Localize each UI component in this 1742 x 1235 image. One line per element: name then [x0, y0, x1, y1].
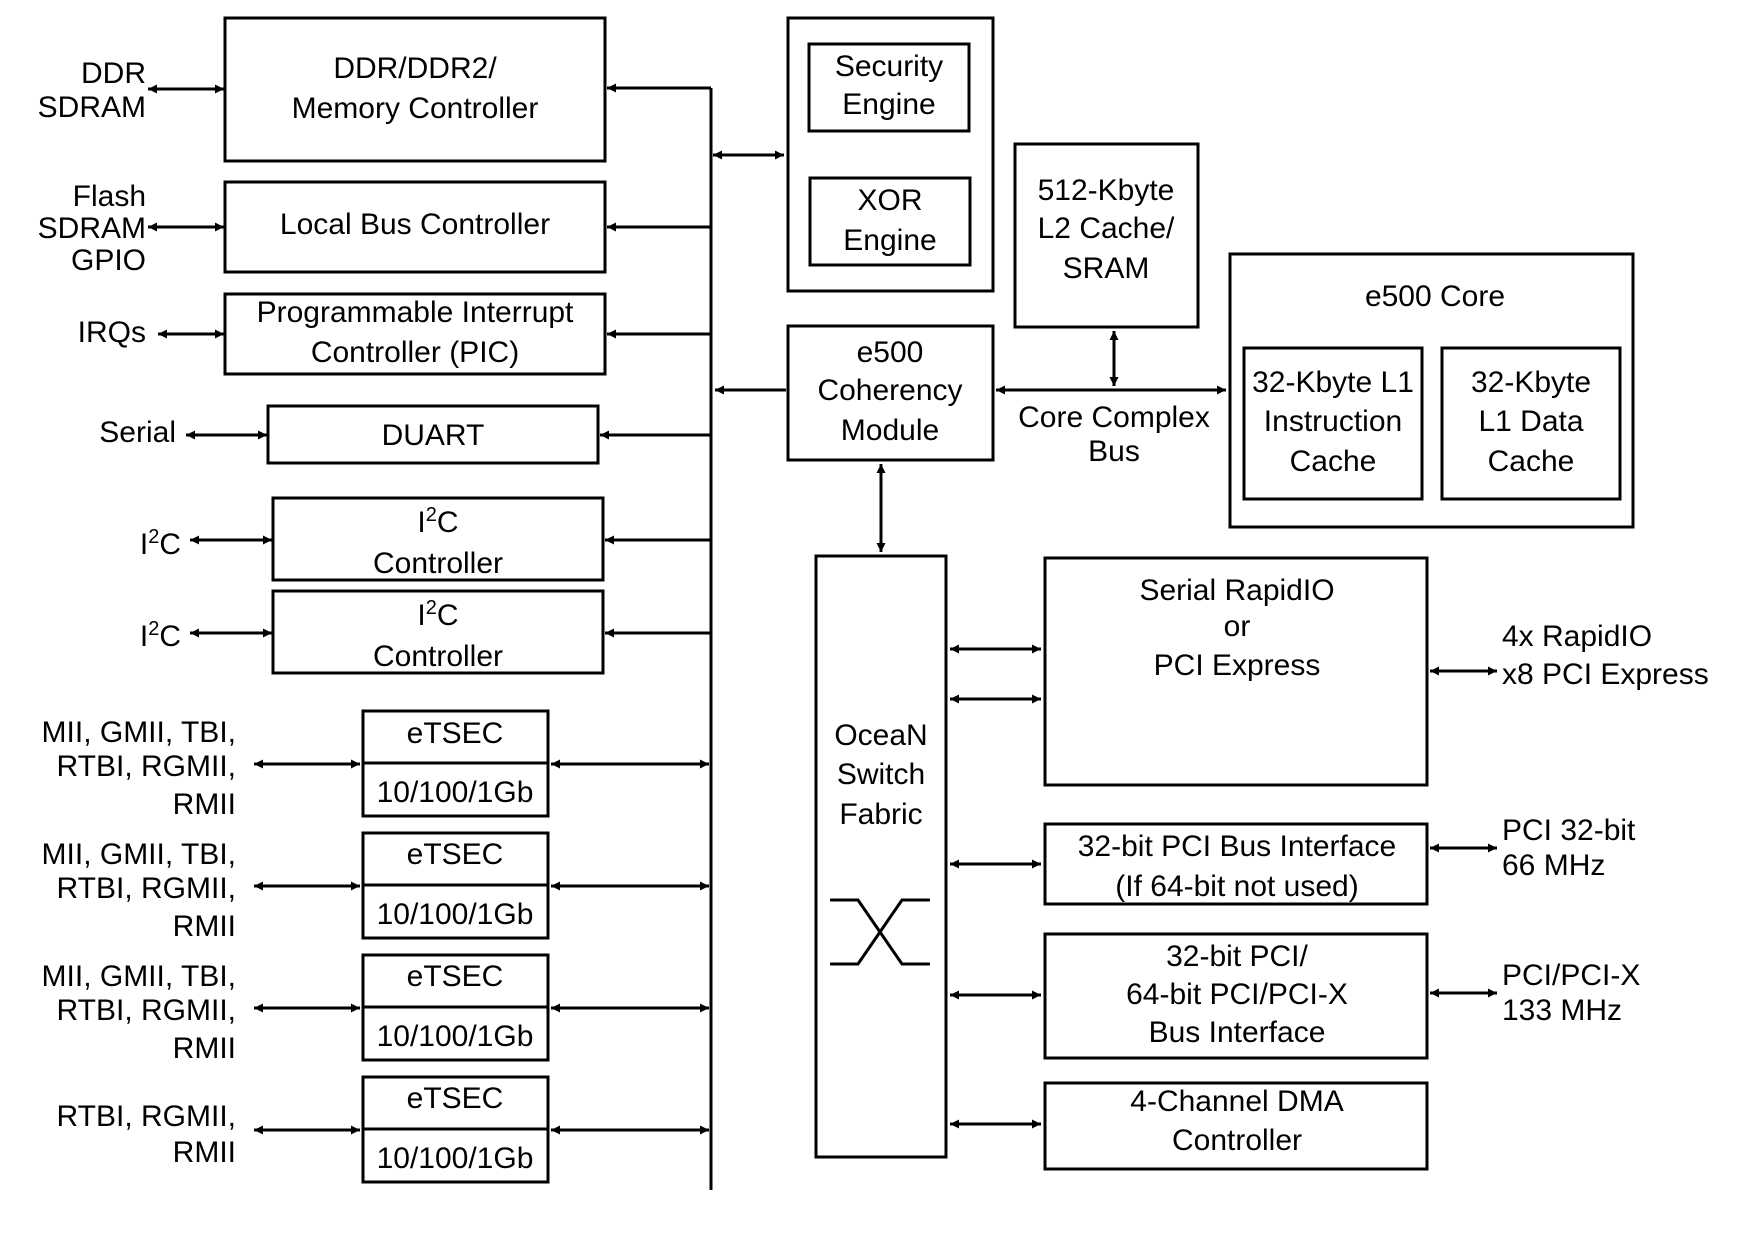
l1-instruction-box: [1242, 346, 1424, 501]
i2c-controller-1-label-1: I2C: [417, 504, 458, 539]
etsec-3-title: eTSEC: [407, 960, 504, 993]
dma-box: [1043, 1081, 1429, 1171]
xor-engine-label-2: Engine: [843, 224, 936, 257]
pic-label-2: Controller (PIC): [311, 336, 519, 369]
pci64-label-3: Bus Interface: [1149, 1016, 1326, 1049]
ext-ddr-label-2: SDRAM: [38, 91, 146, 124]
ext-eth-3-label-1: MII, GMII, TBI,: [42, 960, 236, 993]
etsec-1-title: eTSEC: [407, 717, 504, 750]
i2c-controller-1-label-2: Controller: [373, 547, 503, 580]
security-engine-label-2: Engine: [842, 88, 935, 121]
l1-data-label-1: 32-Kbyte: [1471, 366, 1591, 399]
security-engine-box: [807, 42, 971, 133]
pci64-label-2: 64-bit PCI/PCI-X: [1126, 978, 1348, 1011]
ext-eth-4-label-2: RMII: [173, 1136, 236, 1169]
pci32-box: [1043, 822, 1429, 906]
dma-label-2: Controller: [1172, 1124, 1302, 1157]
l2-cache-label-3: SRAM: [1063, 252, 1150, 285]
ext-eth-2-label-2: RTBI, RGMII,: [57, 872, 236, 905]
coherency-module-label-1: e500: [857, 336, 924, 369]
ext-pci64-label-1: PCI/PCI-X: [1502, 959, 1640, 992]
srio-pcie-label-1: Serial RapidIO: [1139, 574, 1334, 607]
etsec-4-title: eTSEC: [407, 1082, 504, 1115]
switch-crossbar-icon: [830, 898, 930, 966]
duart-label: DUART: [382, 419, 485, 452]
ocean-fabric-label-3: Fabric: [839, 798, 922, 831]
ddr-controller-label-2: Memory Controller: [292, 92, 539, 125]
l1-data-label-3: Cache: [1488, 445, 1575, 478]
ext-ddr-label-1: DDR: [81, 57, 146, 90]
pci64-label-1: 32-bit PCI/: [1166, 940, 1308, 973]
ext-pci32-label-1: PCI 32-bit: [1502, 814, 1636, 847]
i2c-controller-2-box: [271, 589, 605, 675]
local-bus-label: Local Bus Controller: [280, 208, 550, 241]
ext-srio-label-2: x8 PCI Express: [1502, 658, 1709, 691]
ddr-controller-box: [223, 16, 607, 163]
etsec-2-title: eTSEC: [407, 838, 504, 871]
ext-local-label-2: SDRAM: [38, 212, 146, 245]
ext-pci32-label-2: 66 MHz: [1502, 849, 1605, 882]
i2c-controller-1-box: [271, 496, 605, 582]
ext-local-label-3: GPIO: [71, 244, 146, 277]
l2-cache-label-1: 512-Kbyte: [1038, 174, 1175, 207]
coherency-module-label-3: Module: [841, 414, 939, 447]
xor-engine-label-1: XOR: [857, 184, 922, 217]
ext-srio-label-1: 4x RapidIO: [1502, 620, 1652, 653]
ext-eth-3-label-3: RMII: [173, 1032, 236, 1065]
srio-pcie-box: [1043, 556, 1429, 787]
l1-data-label-2: L1 Data: [1478, 405, 1583, 438]
security-engine-label-1: Security: [835, 50, 943, 83]
ext-eth-4-label-1: RTBI, RGMII,: [57, 1100, 236, 1133]
ext-irq-label: IRQs: [78, 316, 146, 349]
pic-label-1: Programmable Interrupt: [257, 296, 574, 329]
ocean-fabric-box: [814, 554, 948, 1159]
ext-eth-1-label-3: RMII: [173, 788, 236, 821]
ccb-label-2: Bus: [1088, 435, 1140, 468]
l1-instruction-label-1: 32-Kbyte L1: [1252, 366, 1414, 399]
etsec-2-speed: 10/100/1Gb: [377, 898, 534, 931]
ext-eth-1-label-2: RTBI, RGMII,: [57, 750, 236, 783]
ocean-fabric-label-2: Switch: [837, 758, 925, 791]
pci32-label-2: (If 64-bit not used): [1115, 870, 1358, 903]
local-bus-box: [223, 180, 607, 274]
coherency-module-label-2: Coherency: [817, 374, 962, 407]
i2c-controller-2-label-1: I2C: [417, 597, 458, 632]
ext-eth-2-label-3: RMII: [173, 910, 236, 943]
etsec-4-speed: 10/100/1Gb: [377, 1142, 534, 1175]
etsec-1-speed: 10/100/1Gb: [377, 776, 534, 809]
ext-pci64-label-2: 133 MHz: [1502, 994, 1622, 1027]
l2-cache-box: [1013, 142, 1200, 329]
ext-eth-1-label-1: MII, GMII, TBI,: [42, 716, 236, 749]
srio-pcie-label-3: PCI Express: [1154, 649, 1321, 682]
pci64-box: [1043, 932, 1429, 1060]
ext-eth-3-label-2: RTBI, RGMII,: [57, 994, 236, 1027]
ext-eth-2-label-1: MII, GMII, TBI,: [42, 838, 236, 871]
pci32-label-1: 32-bit PCI Bus Interface: [1078, 830, 1397, 863]
ext-serial-label: Serial: [99, 416, 176, 449]
ext-i2c-1-label: I2C: [140, 526, 181, 561]
ext-local-label-1: Flash: [73, 180, 146, 213]
ddr-controller-label-1: DDR/DDR2/: [333, 52, 497, 85]
coherency-module-box: [786, 324, 995, 462]
xor-engine-box: [808, 176, 972, 267]
ccb-label-1: Core Complex: [1018, 401, 1210, 434]
i2c-controller-2-label-2: Controller: [373, 640, 503, 673]
l1-instruction-label-3: Cache: [1290, 445, 1377, 478]
ocean-fabric-label-1: OceaN: [834, 719, 927, 752]
l1-instruction-label-2: Instruction: [1264, 405, 1402, 438]
l2-cache-label-2: L2 Cache/: [1038, 212, 1175, 245]
ext-i2c-2-label: I2C: [140, 618, 181, 653]
dma-label-1: 4-Channel DMA: [1130, 1085, 1343, 1118]
etsec-3-speed: 10/100/1Gb: [377, 1020, 534, 1053]
duart-box: [266, 404, 600, 465]
srio-pcie-label-2: or: [1224, 610, 1251, 643]
l1-data-box: [1440, 346, 1622, 501]
pic-box: [223, 292, 607, 376]
e500-core-title: e500 Core: [1365, 280, 1505, 313]
